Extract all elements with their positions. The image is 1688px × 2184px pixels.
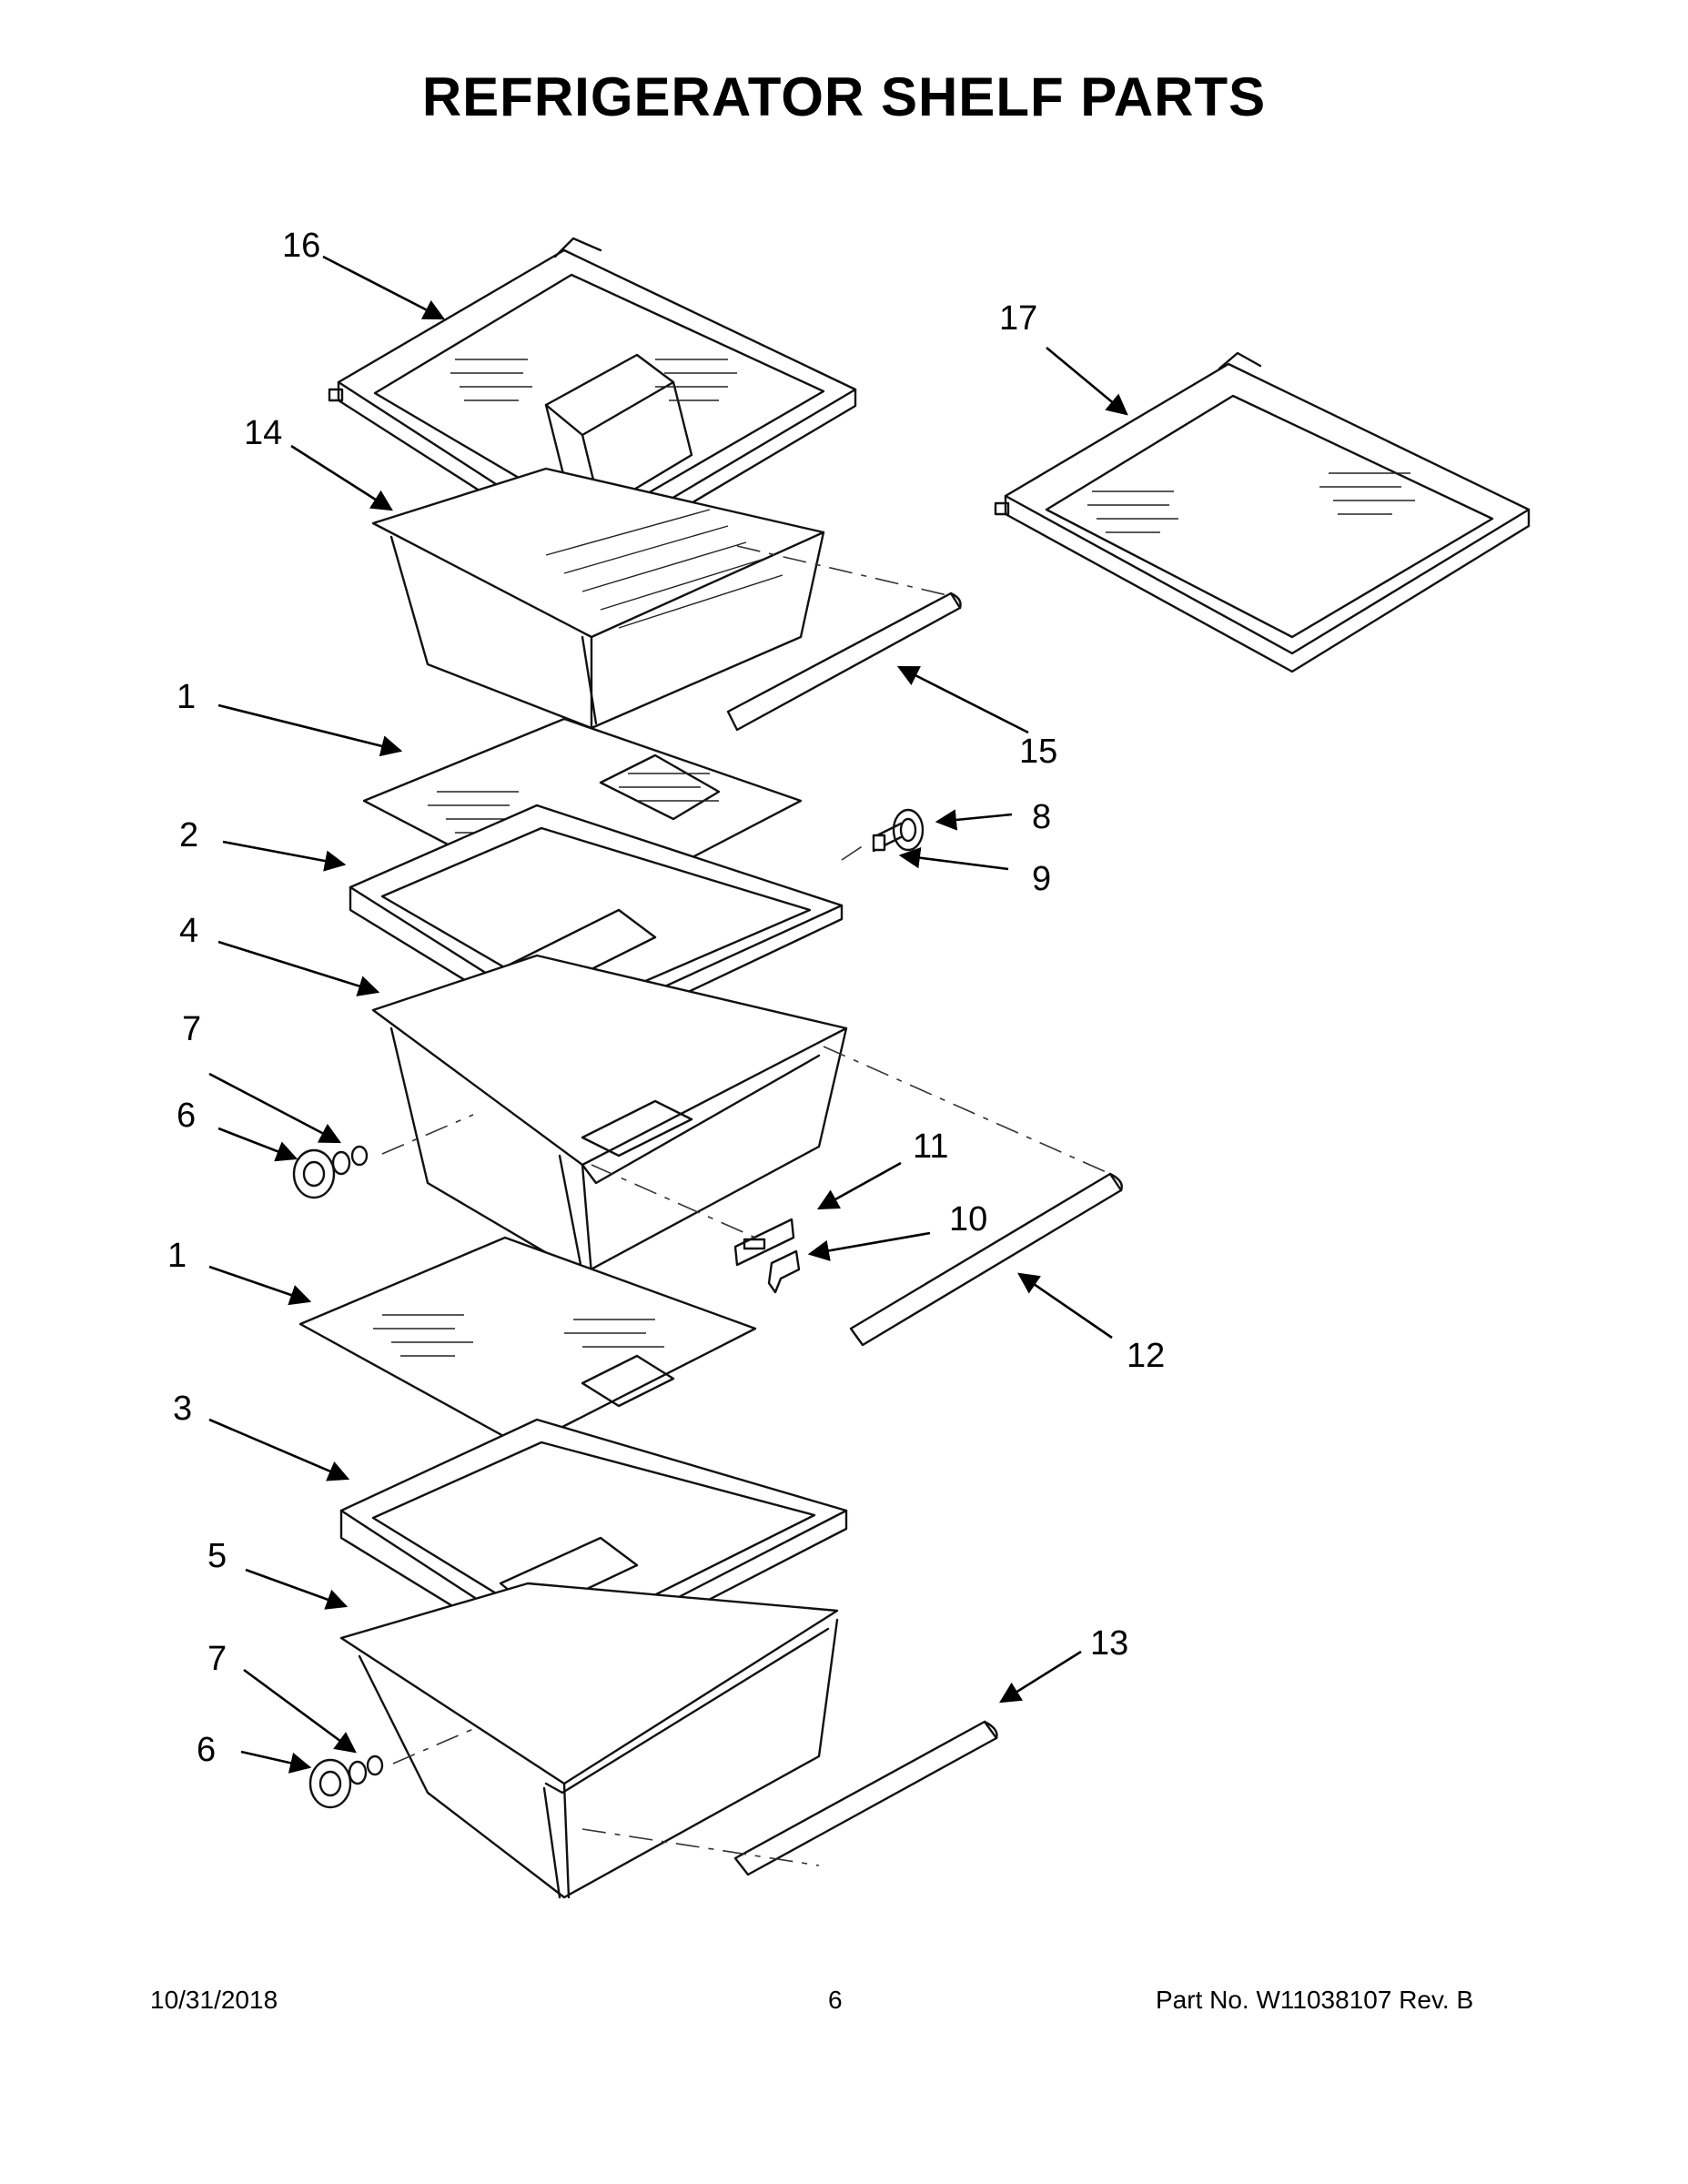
part-6-7-wheel-lower <box>308 1754 384 1809</box>
callout-4: 4 <box>179 912 198 950</box>
footer-page-number: 6 <box>828 1986 843 2014</box>
callout-6: 6 <box>197 1731 216 1769</box>
part-6-7-wheel-upper <box>292 1145 369 1199</box>
part-14-drawer <box>371 467 825 730</box>
callout-3: 3 <box>173 1390 192 1428</box>
callout-7: 7 <box>207 1640 227 1678</box>
callout-14: 14 <box>244 414 282 452</box>
part-13-rail <box>733 1720 998 1876</box>
part-10-11-clips <box>733 1218 801 1294</box>
part-1-glass-lower <box>298 1236 757 1449</box>
callout-10: 10 <box>949 1200 987 1239</box>
callout-15: 15 <box>1019 733 1057 771</box>
callout-5: 5 <box>207 1537 227 1575</box>
callout-12: 12 <box>1127 1337 1165 1375</box>
part-15-rail <box>726 592 962 732</box>
alignment-lines <box>381 545 1111 1866</box>
part-5-drawer <box>339 1582 839 1899</box>
callout-11: 11 <box>913 1127 948 1166</box>
callout-16: 16 <box>282 227 320 265</box>
callout-labels: 16 17 14 1 15 8 9 2 4 7 6 11 10 1 12 3 5… <box>167 227 1165 1769</box>
callout-1: 1 <box>167 1237 187 1275</box>
callout-7: 7 <box>182 1010 201 1048</box>
callout-8: 8 <box>1032 798 1051 836</box>
footer-date: 10/31/2018 <box>150 1986 278 2014</box>
callout-1: 1 <box>177 678 196 716</box>
callout-13: 13 <box>1090 1624 1128 1663</box>
part-12-rail <box>849 1172 1123 1347</box>
footer-part-number: Part No. W11038107 Rev. B <box>1156 1986 1474 2014</box>
callout-6: 6 <box>177 1097 196 1135</box>
callout-17: 17 <box>999 299 1037 338</box>
page-title: REFRIGERATOR SHELF PARTS <box>421 66 1267 127</box>
callout-2: 2 <box>179 816 198 854</box>
callout-arrows <box>208 255 1128 1774</box>
callout-9: 9 <box>1032 860 1051 898</box>
part-8-9-wheel <box>872 808 925 853</box>
part-17-glass-shelf <box>994 351 1531 673</box>
